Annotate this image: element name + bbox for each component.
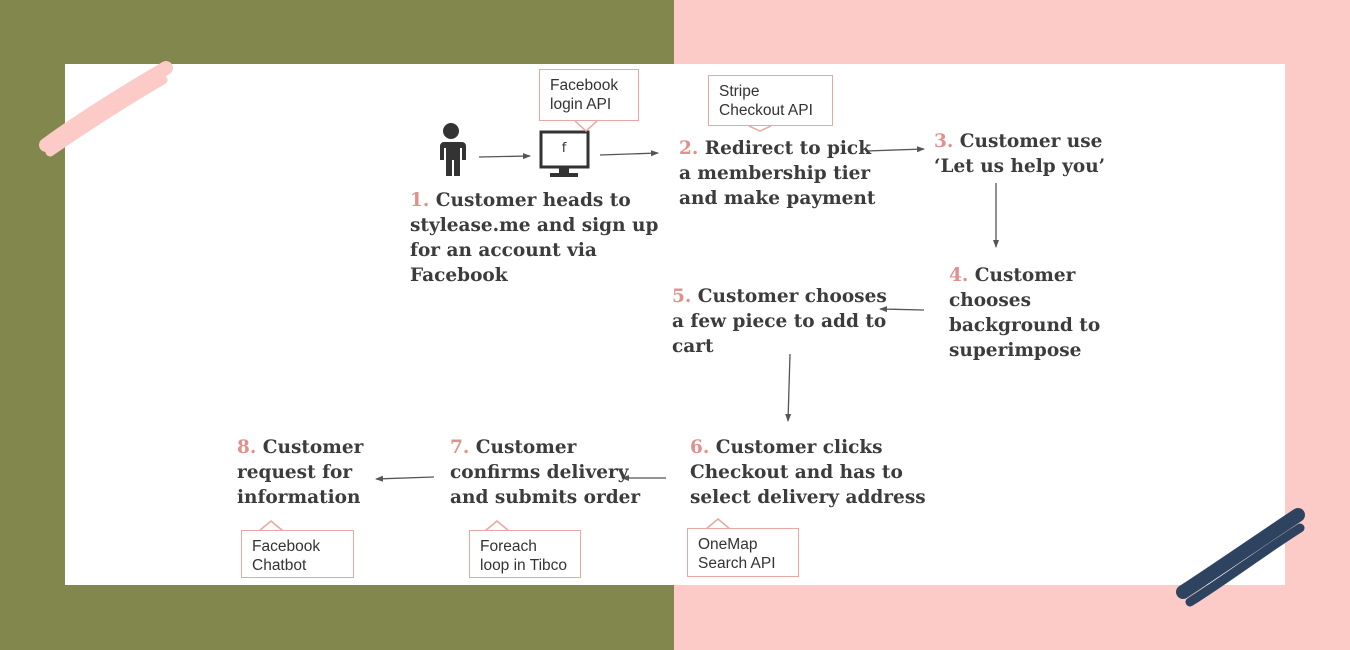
callout-stripe-checkout-api: Stripe Checkout API [708, 75, 833, 126]
callout-facebook-login-api: Facebook login API [539, 69, 639, 121]
step-2-label: 2. Redirect to pick a membership tier an… [679, 138, 876, 209]
step-6-label: 6. Customer clicks Checkout and has to s… [690, 437, 926, 508]
step-3-label: 3. Customer use ‘Let us help you’ [934, 131, 1106, 177]
step-4-label: 4. Customer chooses background to superi… [949, 265, 1101, 361]
step-8-label: 8. Customer request for information [237, 437, 364, 508]
callout-onemap-search-api: OneMap Search API [687, 528, 799, 577]
step-7-label: 7. Customer confirms delivery and submit… [450, 437, 641, 508]
step-5-label: 5. Customer chooses a few piece to add t… [672, 286, 887, 357]
callout-facebook-chatbot: Facebook Chatbot [241, 530, 354, 578]
step-1-label: 1. Customer heads to stylease.me and sig… [410, 190, 659, 286]
callout-foreach-loop-tibco: Foreach loop in Tibco [469, 530, 581, 578]
diagram-card [65, 64, 1285, 585]
